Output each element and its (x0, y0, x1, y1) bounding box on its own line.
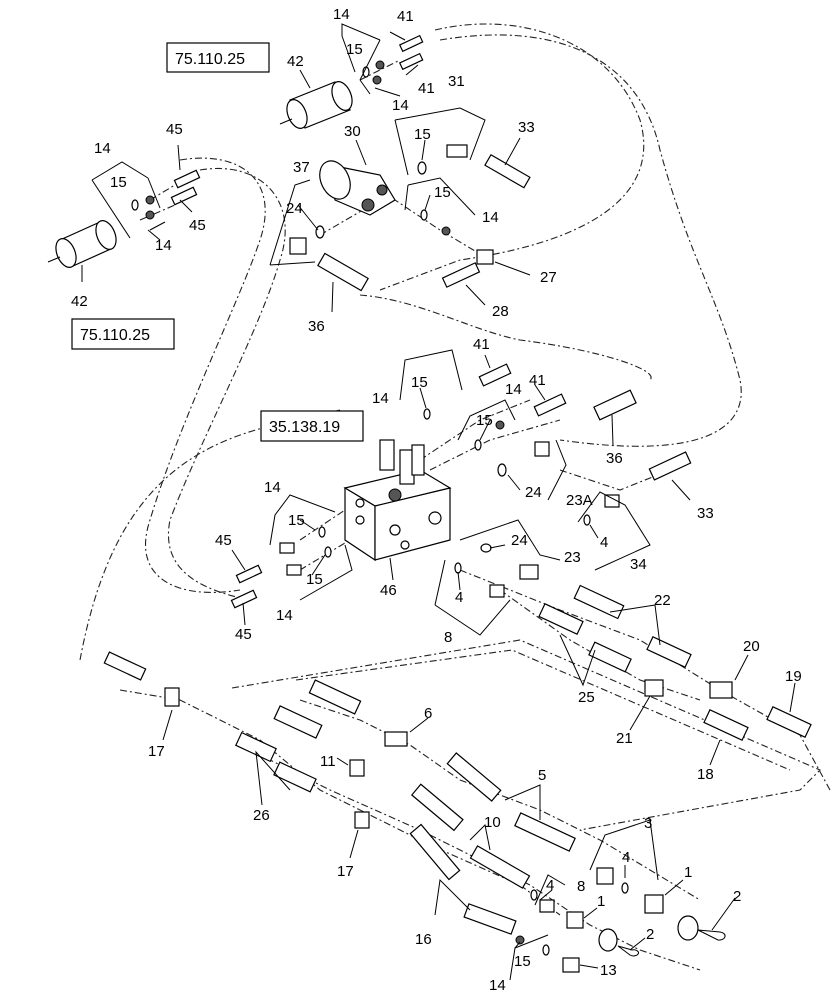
callout-42: 42 (71, 293, 88, 310)
callout-20: 20 (743, 638, 760, 655)
callout-8: 8 (444, 629, 452, 646)
callout-1: 1 (684, 864, 692, 881)
callout-11: 11 (320, 753, 336, 770)
callout-41: 41 (418, 80, 435, 97)
callout-15: 15 (514, 953, 531, 970)
callout-14: 14 (372, 390, 389, 407)
callout-4: 4 (600, 534, 608, 551)
ref-box-left[interactable]: 75.110.25 (71, 318, 175, 350)
callout-33: 33 (518, 119, 535, 136)
callout-19: 19 (785, 668, 802, 685)
callout-24: 24 (511, 532, 528, 549)
callout-37: 37 (293, 159, 310, 176)
callout-24: 24 (286, 200, 303, 217)
ref-box-top[interactable]: 75.110.25 (166, 42, 270, 73)
callout-17: 17 (148, 743, 165, 760)
callout-36: 36 (308, 318, 325, 335)
callout-45: 45 (166, 121, 183, 138)
callout-42: 42 (287, 53, 304, 70)
callout-4: 4 (455, 589, 463, 606)
accumulator-42-top (279, 81, 353, 129)
callout-14: 14 (264, 479, 281, 496)
callout-31: 31 (448, 73, 465, 90)
callout-45: 45 (235, 626, 252, 643)
callout-14: 14 (155, 237, 172, 254)
callout-labels: 14 41 15 42 41 14 31 45 14 30 15 33 15 3… (71, 6, 802, 994)
callout-24: 24 (525, 484, 542, 501)
callout-45: 45 (215, 532, 232, 549)
callout-14: 14 (276, 607, 293, 624)
callout-14: 14 (489, 977, 506, 994)
callout-15: 15 (110, 174, 127, 191)
callout-8: 8 (577, 878, 585, 895)
callout-10: 10 (484, 814, 501, 831)
callout-14: 14 (333, 6, 350, 23)
callout-28: 28 (492, 303, 509, 320)
ref-box-left-text: 75.110.25 (80, 327, 150, 344)
callout-46: 46 (380, 582, 397, 599)
callout-33: 33 (697, 505, 714, 522)
callout-15: 15 (306, 571, 323, 588)
callout-15: 15 (414, 126, 431, 143)
callout-27: 27 (540, 269, 557, 286)
callout-45: 45 (189, 217, 206, 234)
callout-36: 36 (606, 450, 623, 467)
callout-30: 30 (344, 123, 361, 140)
callout-26: 26 (253, 807, 270, 824)
leader-lines (81, 23, 796, 981)
callout-1: 1 (597, 893, 605, 910)
callout-34: 34 (630, 556, 647, 573)
callout-17: 17 (337, 863, 354, 880)
ref-box-valve-text: 35.138.19 (269, 419, 340, 436)
callout-15: 15 (476, 412, 493, 429)
callout-41: 41 (473, 336, 490, 353)
callout-25: 25 (578, 689, 595, 706)
callout-13: 13 (600, 962, 617, 979)
callout-15: 15 (434, 184, 451, 201)
accumulator-42-left (47, 220, 117, 268)
valve-block-46 (343, 439, 452, 562)
ref-box-top-text: 75.110.25 (175, 51, 245, 68)
callout-4: 4 (622, 849, 630, 866)
callout-23A: 23A (566, 492, 593, 509)
ref-box-valve[interactable]: 35.138.19 (260, 410, 364, 442)
motor-30 (319, 160, 396, 216)
callout-41: 41 (529, 372, 546, 389)
callout-14: 14 (94, 140, 111, 157)
callout-14: 14 (482, 209, 499, 226)
callout-23: 23 (564, 549, 581, 566)
callout-15: 15 (288, 512, 305, 529)
callout-6: 6 (424, 705, 432, 722)
callout-18: 18 (697, 766, 714, 783)
o-rings (131, 66, 629, 956)
callout-2: 2 (733, 888, 741, 905)
callout-5: 5 (538, 767, 546, 784)
callout-16: 16 (415, 931, 432, 948)
callout-15: 15 (346, 41, 363, 58)
callout-14: 14 (505, 381, 522, 398)
callout-15: 15 (411, 374, 428, 391)
fittings (103, 34, 812, 973)
callout-41: 41 (397, 8, 414, 25)
callout-4: 4 (546, 877, 554, 894)
callout-2: 2 (646, 926, 654, 943)
callout-22: 22 (654, 592, 671, 609)
callout-21: 21 (616, 730, 633, 747)
callout-3: 3 (644, 815, 652, 832)
callout-14: 14 (392, 97, 409, 114)
